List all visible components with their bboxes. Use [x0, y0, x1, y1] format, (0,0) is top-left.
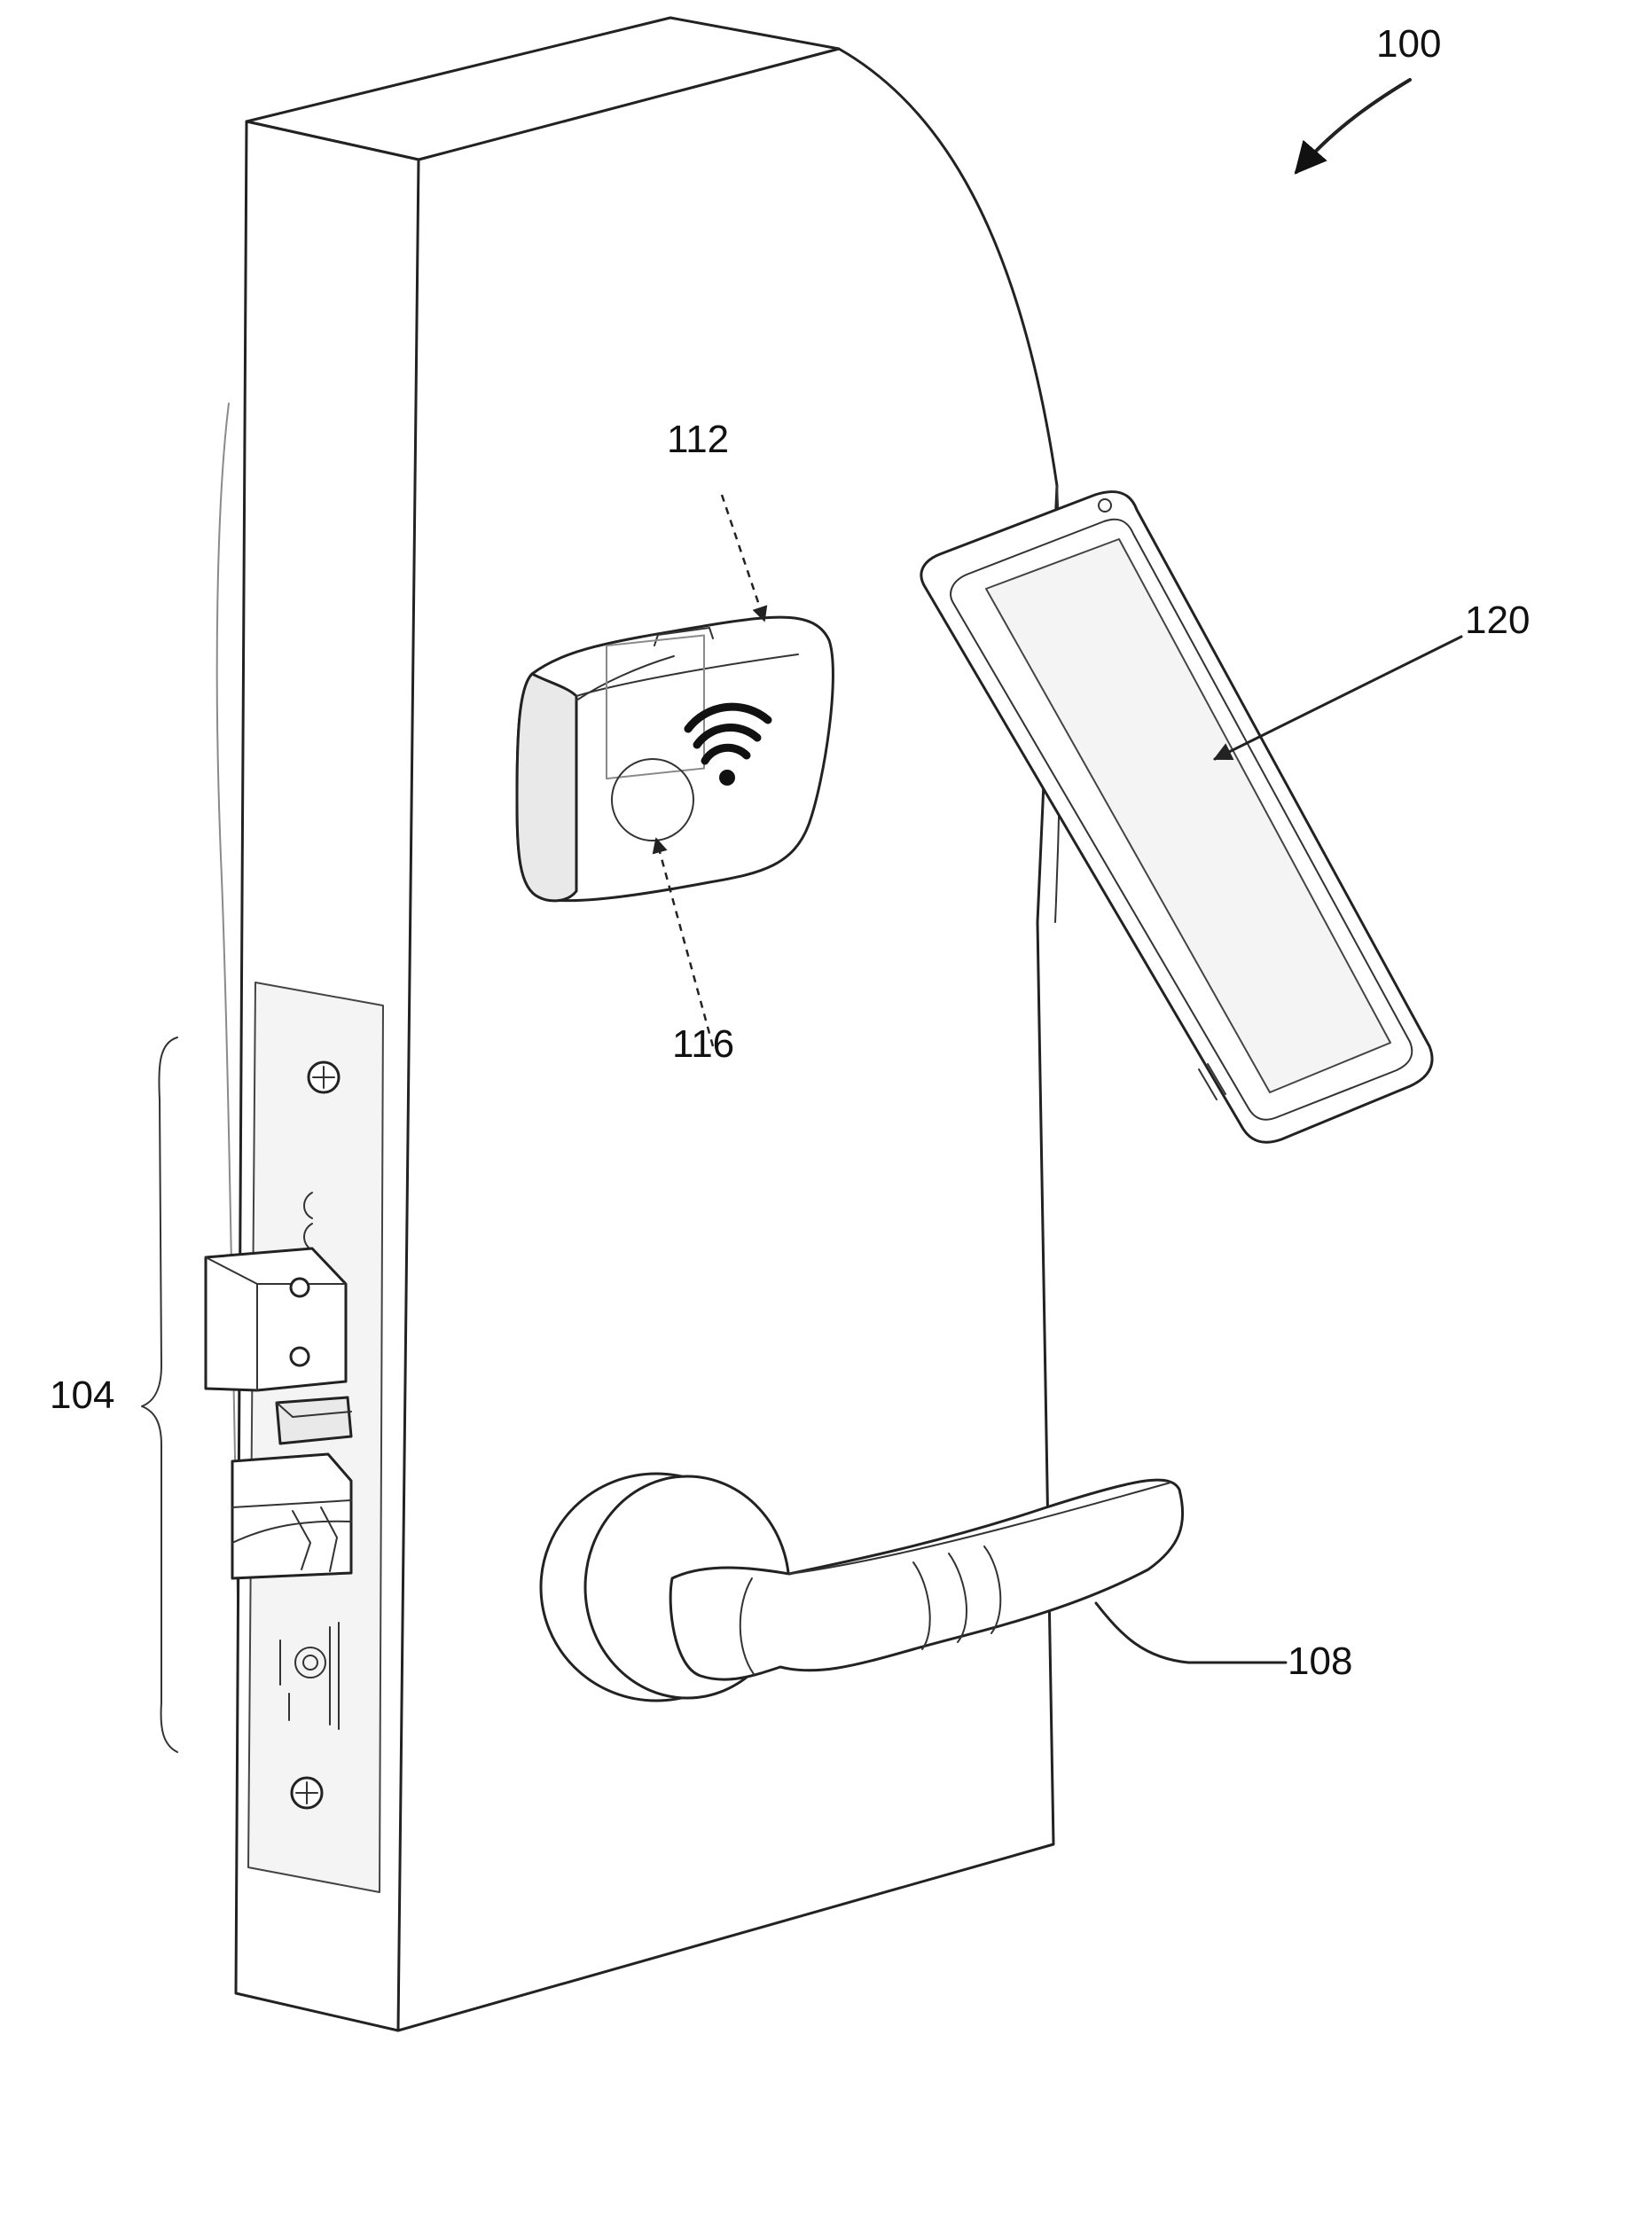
auxiliary-latch	[277, 1397, 351, 1444]
screw-icon	[309, 1062, 339, 1092]
lock-assembly	[142, 982, 383, 1892]
label-108: 108	[1288, 1639, 1352, 1683]
label-120: 120	[1465, 599, 1530, 642]
system-arrow	[1296, 80, 1410, 172]
label-100: 100	[1376, 22, 1441, 66]
deadbolt	[206, 1248, 346, 1390]
latch-bolt	[232, 1454, 351, 1578]
screw-icon	[292, 1778, 322, 1808]
label-116: 116	[672, 1022, 734, 1066]
label-104: 104	[50, 1373, 114, 1417]
lock-bracket	[142, 1037, 177, 1752]
label-112: 112	[667, 418, 729, 461]
